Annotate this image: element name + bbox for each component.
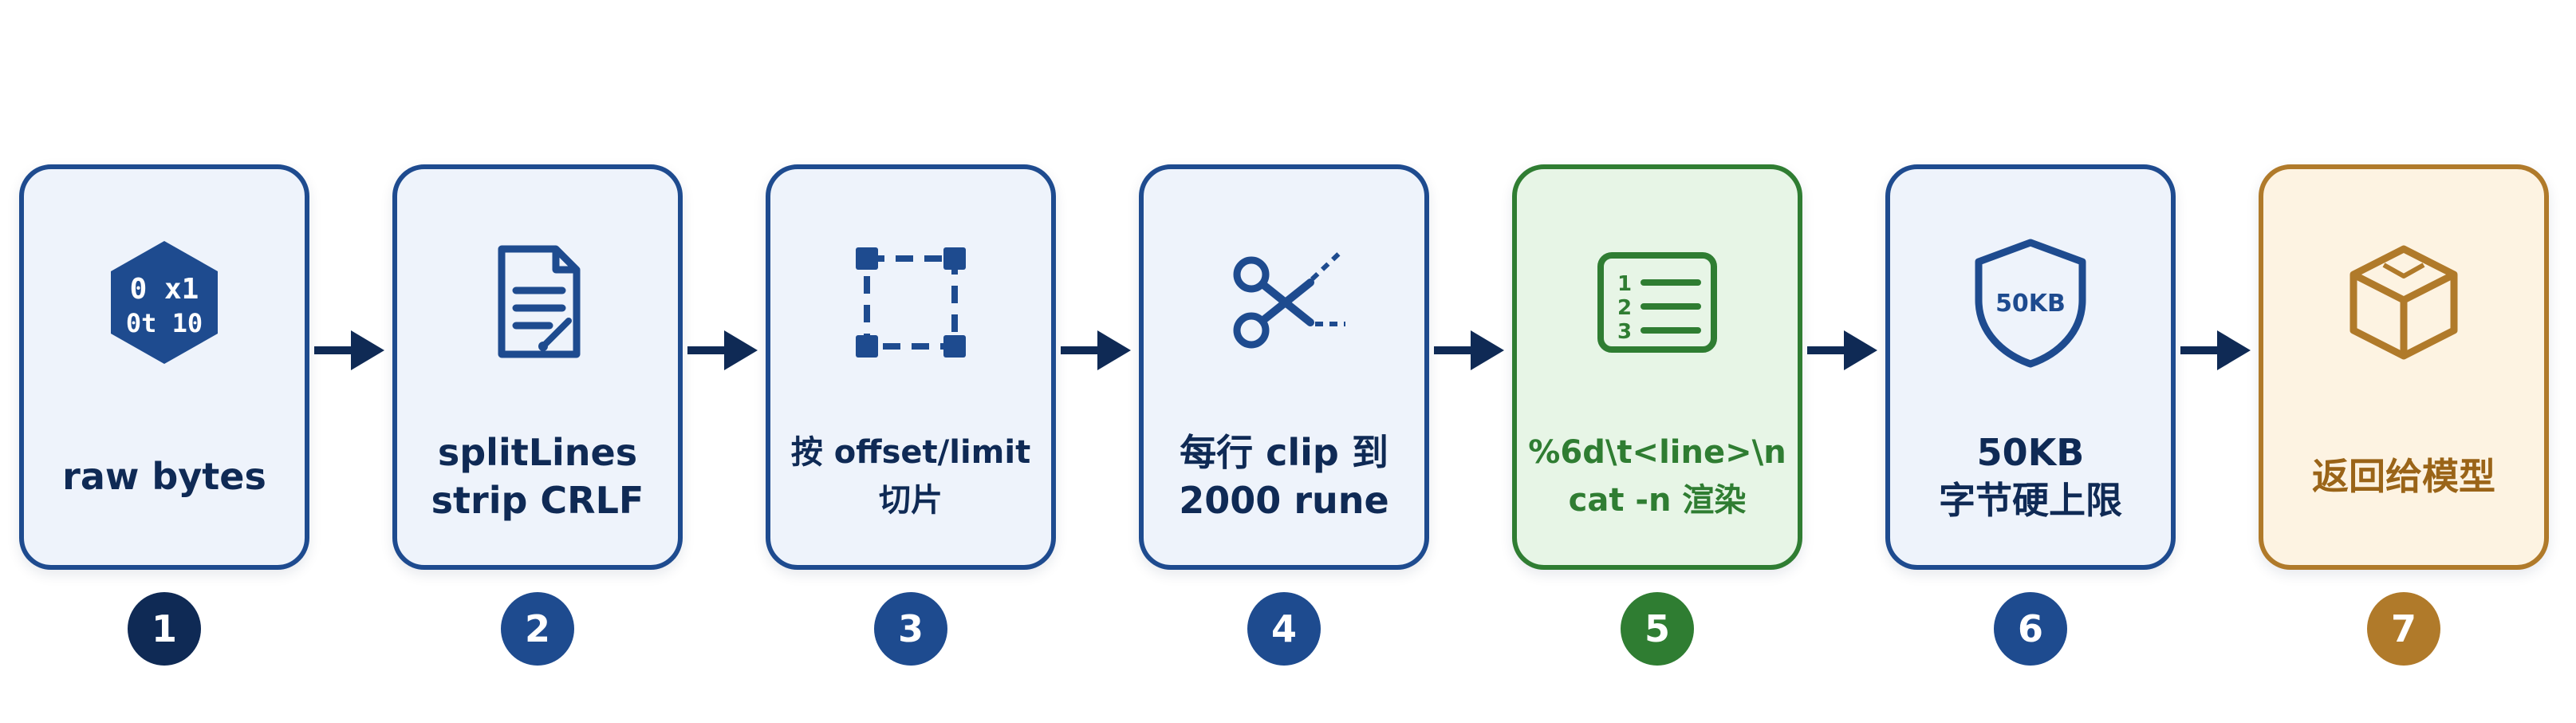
numbered-list-icon: 1 2 3 [1589, 235, 1725, 370]
list-icon-number-2: 2 [1617, 296, 1632, 320]
step-5-line-1: %6d\t<line>\n [1528, 434, 1786, 471]
step-3-line-1: 按 offset/limit [790, 434, 1031, 471]
step-4-line-2: 2000 rune [1179, 479, 1389, 522]
step-4-line-1: 每行 clip 到 [1180, 431, 1388, 474]
binary-data-icon: 0 x1 0t 10 [97, 235, 232, 370]
shield-icon-text: 50KB [1995, 290, 2066, 318]
flow-arrow-4 [1432, 326, 1506, 375]
step-label-4: 每行 clip 到 2000 rune [1152, 409, 1416, 544]
step-number-badge-3: 3 [874, 592, 947, 666]
step-label-7: 返回给模型 [2271, 409, 2536, 544]
binary-icon-text-top: 0 x1 [130, 273, 199, 306]
step-label-2: splitLines strip CRLF [405, 409, 670, 544]
step-number-badge-5: 5 [1621, 592, 1694, 666]
step-number-badge-7: 7 [2367, 592, 2440, 666]
flow-arrow-6 [2179, 326, 2252, 375]
step-number-badge-4: 4 [1247, 592, 1321, 666]
step-7-line-1: 返回给模型 [2312, 455, 2495, 498]
scissors-icon [1216, 235, 1352, 370]
flow-arrow-1 [313, 326, 386, 375]
flow-arrow-5 [1806, 326, 1879, 375]
step-label-3: 按 offset/limit 切片 [778, 409, 1043, 544]
step-2-line-2: strip CRLF [431, 479, 644, 522]
flow-arrow-3 [1059, 326, 1132, 375]
step-label-5: %6d\t<line>\n cat -n 渲染 [1525, 409, 1790, 544]
step-number-badge-2: 2 [501, 592, 574, 666]
step-card-5: 1 2 3 %6d\t<line>\n cat -n 渲染 [1512, 164, 1802, 570]
step-card-6: 50KB 50KB 字节硬上限 [1885, 164, 2176, 570]
shield-limit-icon: 50KB [1963, 235, 2098, 370]
list-icon-number-3: 3 [1617, 320, 1632, 344]
step-number-badge-1: 1 [128, 592, 201, 666]
step-card-7: 返回给模型 [2259, 164, 2549, 570]
step-card-1: 0 x1 0t 10 raw bytes [19, 164, 309, 570]
step-number-badge-6: 6 [1994, 592, 2067, 666]
step-5-line-2: cat -n 渲染 [1568, 482, 1747, 519]
binary-icon-text-bottom: 0t 10 [126, 308, 203, 338]
step-card-3: 按 offset/limit 切片 [766, 164, 1056, 570]
step-2-line-1: splitLines [437, 431, 638, 474]
step-label-6: 50KB 字节硬上限 [1898, 409, 2163, 544]
package-box-icon [2336, 235, 2472, 370]
step-card-2: splitLines strip CRLF [392, 164, 683, 570]
step-label-1: raw bytes [32, 409, 297, 544]
flow-arrow-2 [686, 326, 759, 375]
step-1-line-1: raw bytes [62, 455, 266, 498]
step-card-4: 每行 clip 到 2000 rune [1139, 164, 1429, 570]
step-6-line-1: 50KB [1976, 431, 2085, 474]
document-lines-icon [470, 235, 605, 370]
selection-box-icon [843, 235, 979, 370]
step-3-line-2: 切片 [879, 482, 943, 519]
step-6-line-2: 字节硬上限 [1939, 479, 2122, 522]
list-icon-number-1: 1 [1617, 272, 1632, 296]
